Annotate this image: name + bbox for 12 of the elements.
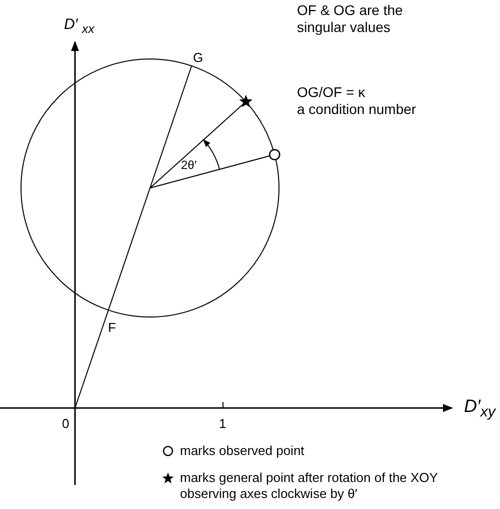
point-label: G	[193, 50, 204, 66]
legend-text: marks observed point	[180, 443, 304, 460]
point-label: F	[108, 320, 116, 336]
axis-label: D′$_{xy}$	[464, 396, 496, 422]
note-text: a condition number	[297, 101, 416, 118]
note-text: OG/OF = κ	[297, 84, 366, 101]
legend-text: marks general point after rotation of the XOY observing axes clockwise by θ′	[180, 470, 439, 502]
tick-label: 1	[219, 416, 226, 432]
axis-label: D′ $_{xx}$	[64, 16, 94, 37]
angle-label: 2θ′	[181, 158, 197, 172]
tick-label: 0	[62, 416, 70, 432]
note-text: OF & OG are the singular values	[297, 2, 404, 36]
